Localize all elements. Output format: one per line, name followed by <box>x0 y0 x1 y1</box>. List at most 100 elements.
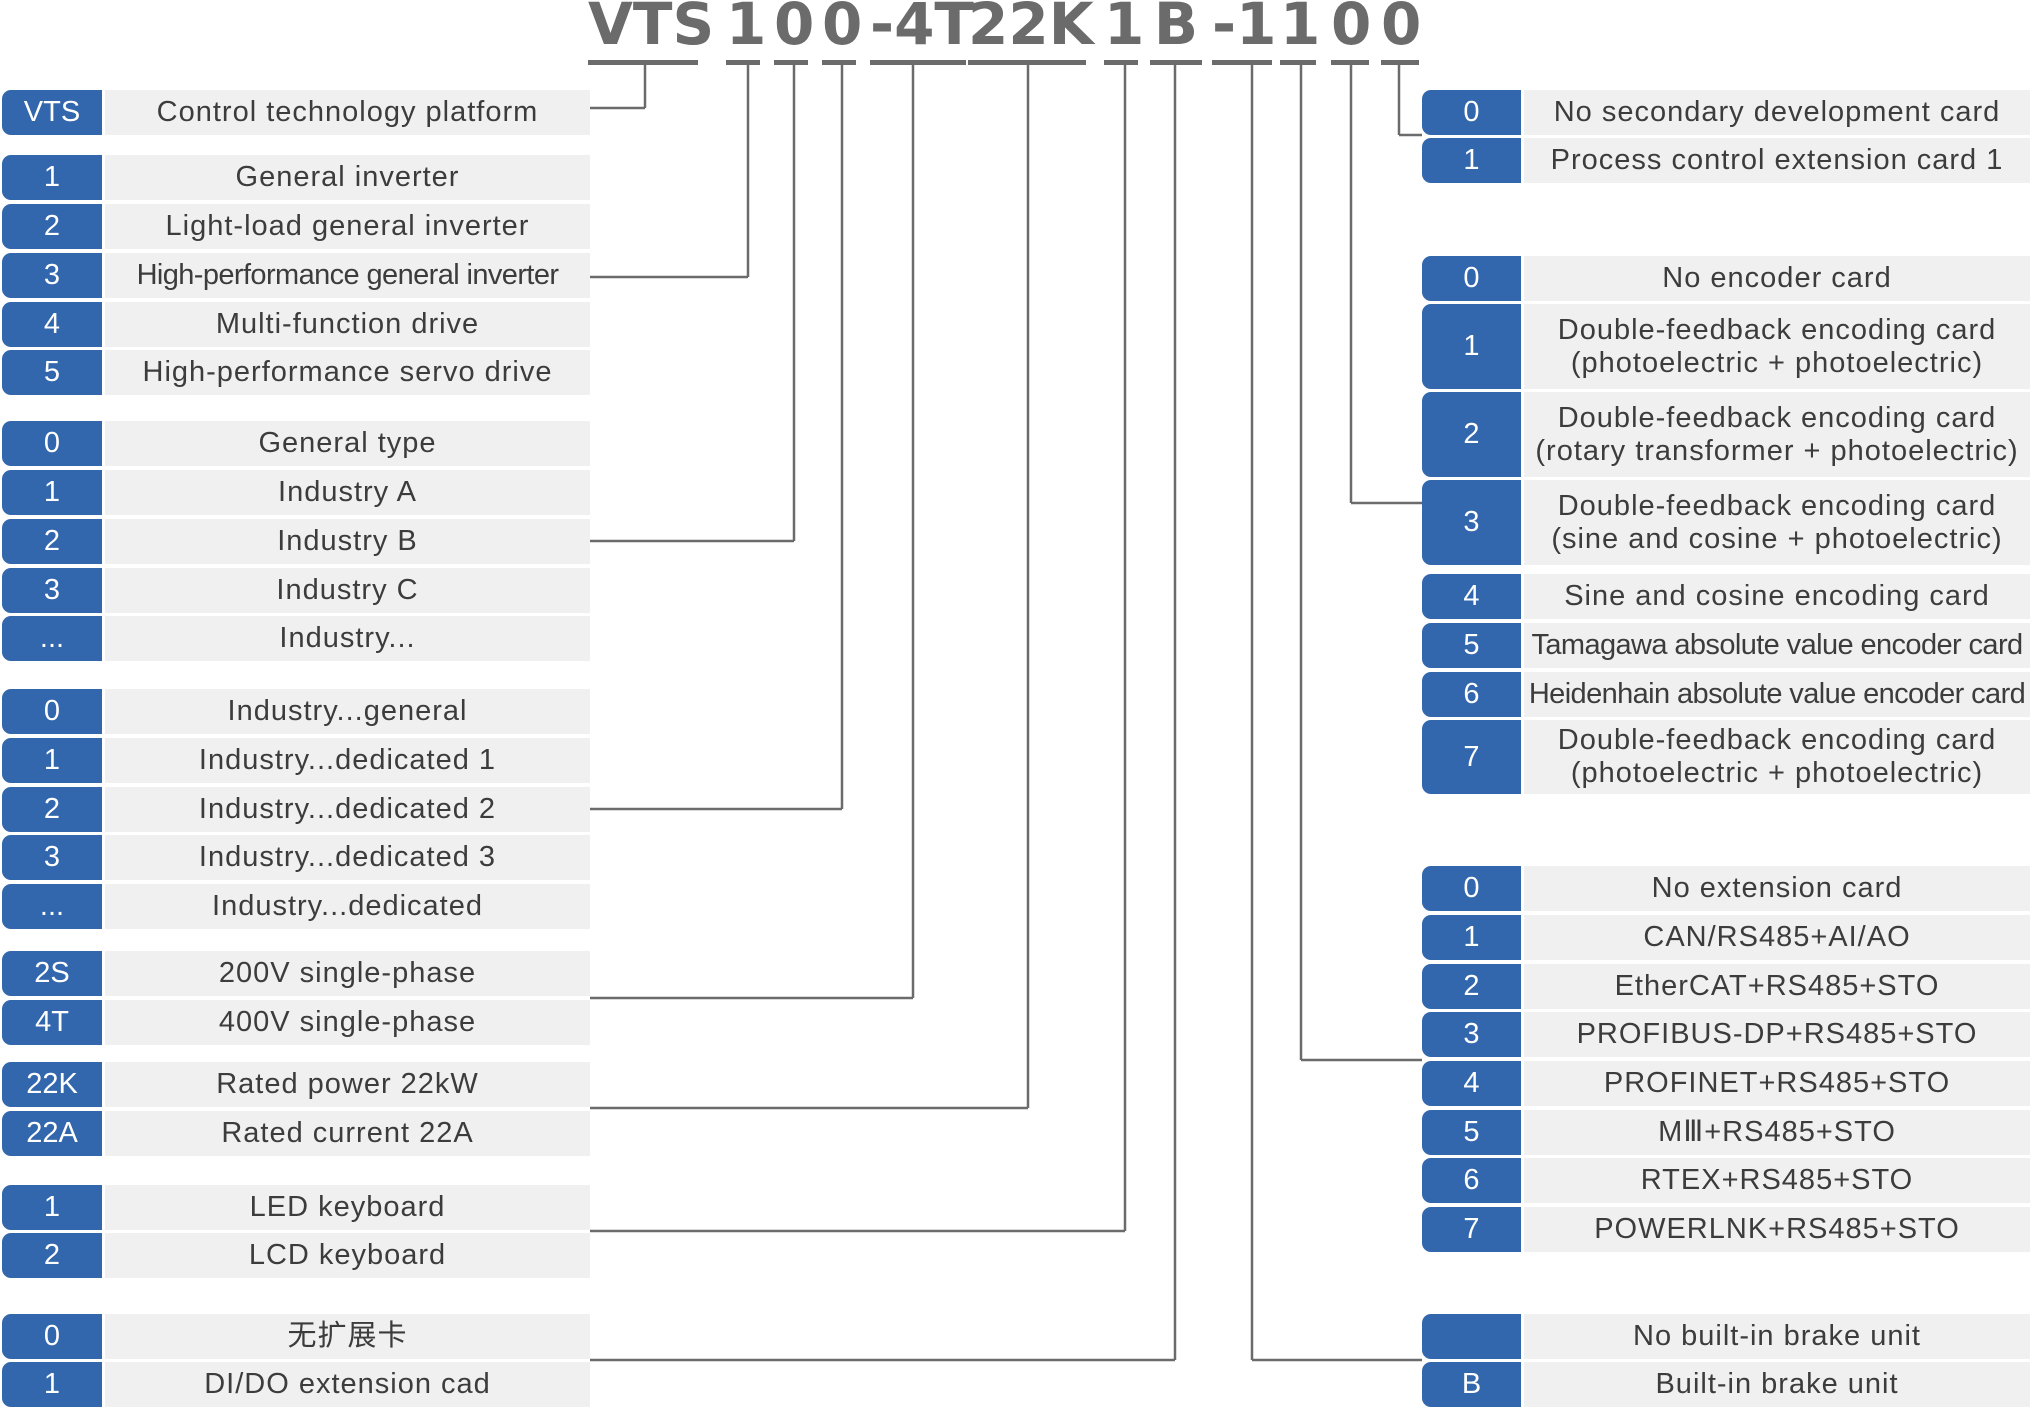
option-code: 1 <box>1422 138 1521 183</box>
model-segment: 22K <box>968 0 1094 58</box>
model-segment: -1 <box>1212 0 1277 58</box>
option-description: 400V single-phase <box>105 1000 590 1045</box>
option-code: 1 <box>2 1362 102 1407</box>
segment-underline <box>1331 60 1369 65</box>
option-description: Double-feedback encoding card (photoelec… <box>1524 720 2030 794</box>
option-code: 6 <box>1422 1158 1521 1203</box>
option-description: Light-load general inverter <box>105 204 590 249</box>
option-code: 22A <box>2 1111 102 1156</box>
option-code: 1 <box>2 738 102 783</box>
option-description: Double-feedback encoding card (rotary tr… <box>1524 392 2030 477</box>
option-description: General type <box>105 421 590 466</box>
option-code: 5 <box>1422 623 1521 668</box>
option-description: Double-feedback encoding card (photoelec… <box>1524 304 2030 389</box>
option-code: 4T <box>2 1000 102 1045</box>
model-segment: B <box>1153 0 1199 58</box>
option-code: 1 <box>1422 304 1521 389</box>
option-description: RTEX+RS485+STO <box>1524 1158 2030 1203</box>
option-code: 1 <box>2 470 102 515</box>
segment-underline <box>1381 60 1419 65</box>
option-description: 无扩展卡 <box>105 1314 590 1359</box>
option-code: 5 <box>2 350 102 395</box>
option-code: 22K <box>2 1062 102 1107</box>
option-description: Industry...general <box>105 689 590 734</box>
right-option-row: No built-in brake unit <box>1422 1314 2030 1359</box>
segment-underline <box>822 60 856 65</box>
option-description: LED keyboard <box>105 1185 590 1230</box>
option-description: LCD keyboard <box>105 1233 590 1278</box>
option-description: Industry...dedicated 1 <box>105 738 590 783</box>
option-description: PROFINET+RS485+STO <box>1524 1061 2030 1106</box>
model-segment: 0 <box>774 0 815 58</box>
option-code: 3 <box>2 568 102 613</box>
option-code: 4 <box>1422 574 1521 619</box>
option-description: DI/DO extension cad <box>105 1362 590 1407</box>
option-code: 4 <box>1422 1061 1521 1106</box>
option-code: 2 <box>2 787 102 832</box>
option-description: Industry... <box>105 616 590 661</box>
model-segment: 0 <box>822 0 863 58</box>
option-description: No built-in brake unit <box>1524 1314 2030 1359</box>
option-code: 5 <box>1422 1110 1521 1155</box>
option-description: Multi-function drive <box>105 302 590 347</box>
option-description: Industry...dedicated <box>105 884 590 929</box>
option-code: B <box>1422 1362 1521 1407</box>
option-description: Process control extension card 1 <box>1524 138 2030 183</box>
left-option-row: ...Industry...dedicated <box>2 884 590 929</box>
option-code: 2 <box>2 519 102 564</box>
model-segment: 1 <box>726 0 767 58</box>
option-description: Sine and cosine encoding card <box>1524 574 2030 619</box>
option-description: Rated power 22kW <box>105 1062 590 1107</box>
option-code: 1 <box>2 1185 102 1230</box>
option-description: Industry A <box>105 470 590 515</box>
option-description: General inverter <box>105 155 590 200</box>
model-segment: 0 <box>1381 0 1422 58</box>
option-code: 0 <box>1422 256 1521 301</box>
option-description: No secondary development card <box>1524 90 2030 135</box>
option-description: MⅢ+RS485+STO <box>1524 1110 2030 1155</box>
segment-underline <box>1104 60 1138 65</box>
model-segment: 0 <box>1331 0 1372 58</box>
option-description: No encoder card <box>1524 256 2030 301</box>
model-segment: 1 <box>1280 0 1321 58</box>
option-description: High-performance general inverter <box>105 253 590 298</box>
option-code: 1 <box>2 155 102 200</box>
segment-underline <box>1212 60 1272 65</box>
option-code: 2 <box>2 1233 102 1278</box>
option-code: 1 <box>1422 915 1521 960</box>
option-code: 2 <box>1422 392 1521 477</box>
left-option-row: ...Industry... <box>2 616 590 661</box>
option-description: Double-feedback encoding card (sine and … <box>1524 480 2030 565</box>
option-code: 3 <box>2 253 102 298</box>
option-code: 6 <box>1422 672 1521 717</box>
option-description: Tamagawa absolute value encoder card <box>1524 623 2030 668</box>
option-code: 3 <box>1422 480 1521 565</box>
segment-underline <box>870 60 966 65</box>
